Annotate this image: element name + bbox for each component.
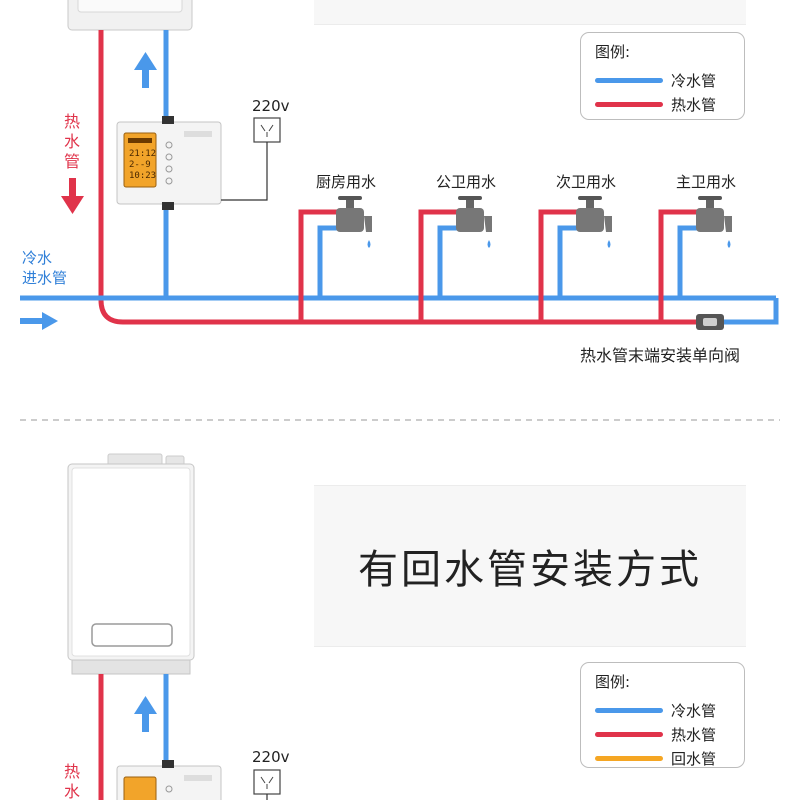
section-title: 有回水管安装方式 [358,547,702,593]
power-label: 220v [252,748,290,766]
faucet-icon [696,196,732,248]
power-label: 220v [252,97,290,115]
tap-label-public-bath: 公卫用水 [436,173,497,191]
tap-branch-3 [538,209,578,322]
legend-label: 热水管 [671,95,717,114]
cold-inlet-arrow [20,312,58,330]
faucet-icon [456,196,492,248]
legend-section-1: 图例: 冷水管 热水管 [580,32,745,120]
legend-item-hot: 热水管 [595,722,734,746]
title-box-fragment [314,0,746,25]
hot-pipe-label: 热水管 [63,112,80,171]
controller-line-1: 21:12 [129,149,156,159]
legend-item-cold: 冷水管 [595,698,734,722]
power-socket [221,117,281,201]
legend-swatch-return [595,755,663,761]
legend-title: 图例: [595,673,631,691]
circulation-controller [116,760,222,800]
hot-pipe-end [722,298,779,325]
legend-swatch-hot [595,731,663,737]
legend-label: 热水管 [671,725,717,744]
hot-flow-arrow-down [61,178,84,214]
legend-item-cold: 冷水管 [595,68,734,92]
legend-swatch-hot [595,101,663,107]
legend-swatch-cold [595,707,663,713]
controller-line-3: 10:23 [129,171,156,181]
legend-swatch-cold [595,77,663,83]
power-socket [253,769,281,800]
tap-label-second-bath: 次卫用水 [556,173,617,191]
legend-label: 冷水管 [671,71,717,90]
tap-label-master-bath: 主卫用水 [676,173,737,191]
hot-pipe-label: 热水 [63,762,80,801]
tap-branch-4 [658,209,698,322]
section-title-box: 有回水管安装方式 [314,485,746,647]
faucet-icon [576,196,612,248]
cold-flow-arrow-up [134,52,157,88]
tap-label-kitchen: 厨房用水 [316,173,377,191]
legend-title: 图例: [595,43,631,61]
water-heater-top-unit [67,0,193,31]
legend-item-hot: 热水管 [595,92,734,116]
legend-section-2: 图例: 冷水管 热水管 回水管 [580,662,745,768]
circulation-controller: 21:12 2--9 10:23 [116,116,222,210]
valve-note: 热水管末端安装单向阀 [580,346,741,365]
check-valve-icon [696,314,724,330]
water-heater [67,453,195,675]
legend-label: 冷水管 [671,701,717,720]
cold-inlet-label-line1: 冷水 [22,249,53,267]
cold-inlet-label: 冷水 进水管 [22,248,67,288]
cold-inlet-label-line2: 进水管 [22,269,68,287]
tap-branch-1 [298,209,338,322]
faucet-icon [336,196,372,248]
controller-line-2: 2--9 [129,160,151,170]
legend-label: 回水管 [671,749,717,768]
legend-item-return: 回水管 [595,746,734,770]
cold-flow-arrow-up [134,696,157,732]
tap-branch-2 [418,209,458,322]
